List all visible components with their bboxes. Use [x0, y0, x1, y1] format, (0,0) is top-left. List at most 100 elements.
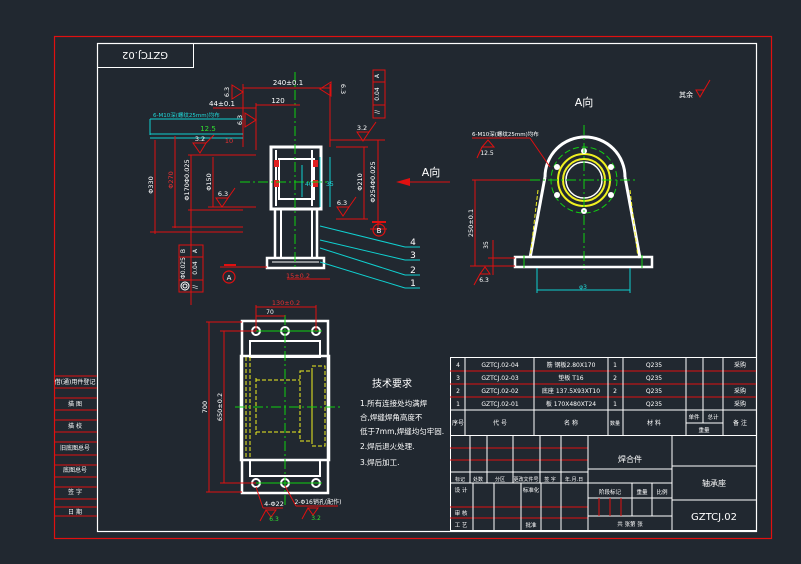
side-base-roughness: 6.3 — [479, 277, 489, 284]
dim-left-offset: 44±0.1 — [209, 100, 235, 108]
rest-roughness-label: 其余 — [679, 90, 693, 99]
rev-header: 年.月.日 — [565, 476, 583, 483]
tech-req-line: 低于7mm,焊缝均匀牢固. — [360, 426, 444, 436]
datum-b-label: B — [377, 227, 382, 235]
tb-stage-label: 阶段标记 — [599, 488, 622, 496]
holes-roughness: 6.3 — [269, 516, 279, 523]
dim-35: 35 — [326, 181, 334, 188]
bom-cell-note: 采购 — [734, 387, 746, 395]
datum-b-marker — [372, 223, 386, 237]
rev-header: 更改文件号 — [513, 476, 538, 483]
rev-header: 签 字 — [544, 476, 556, 483]
tolerance-frame-a — [372, 69, 386, 119]
bom-header-qty: 数量 — [610, 420, 620, 427]
title-tag-box — [97, 43, 194, 68]
bom-cell-name: 筋 钢板2.80X170 — [547, 361, 596, 369]
side-thread-note: 6-M10深(螺纹25mm)均布 — [472, 130, 539, 138]
tech-req-line: 3.焊后加工. — [360, 457, 400, 467]
bom-header-name: 名 称 — [564, 419, 578, 427]
side-strip-label: 借(通)用件登记 — [55, 378, 96, 386]
outer-frame — [53, 35, 773, 540]
tol-b-datum-b: B — [180, 249, 187, 253]
bom-cell-material: Q235 — [646, 388, 662, 395]
bom-cell-note: 采购 — [734, 400, 746, 408]
side-strip-label: 日 期 — [68, 508, 82, 516]
side-strip-label: 签 字 — [68, 488, 82, 496]
pin-roughness: 3.2 — [311, 515, 321, 522]
top-length-tol: 650±0.2 — [216, 393, 224, 421]
tol-a-value: 0.04 — [374, 87, 381, 101]
rev-header: 分区 — [495, 476, 505, 483]
tb-sheets: 共 张第 张 — [617, 520, 643, 528]
side-strip-label: 描 图 — [68, 400, 82, 408]
tol-b-value: Φ0.025 — [180, 257, 187, 279]
holes-note: 4-Φ22 — [264, 500, 284, 508]
side-view-title: A向 — [575, 95, 594, 109]
bom-cell-material: Q235 — [646, 362, 662, 369]
tech-req-line: 1.所有连接处均满焊 — [360, 398, 428, 408]
bom-header-note: 备 注 — [733, 419, 747, 427]
dim-h-overall: Φ330 — [147, 176, 155, 194]
bom-table — [450, 357, 757, 436]
dim-top-overall: 240±0.1 — [273, 79, 303, 87]
roughness-3-2: 3.2 — [195, 135, 205, 143]
bom-cell-qty: 2 — [613, 375, 617, 382]
dim-bottom-width: 15±0.2 — [286, 272, 310, 280]
view-arrow-icon — [396, 178, 410, 186]
bom-cell-code: GZTCJ.02-03 — [481, 375, 519, 382]
bom-cell-no: 4 — [456, 362, 460, 369]
datum-a-marker — [222, 270, 236, 284]
roughness-6-3c: 6.3 — [236, 115, 244, 125]
roughness-6-3d: 6.3 — [337, 199, 347, 207]
bom-header-material: 材 料 — [647, 419, 661, 427]
balloon-3: 3 — [410, 251, 416, 261]
side-strip-label: 旧底图总号 — [60, 444, 90, 452]
top-width-tol: 130±0.2 — [272, 299, 300, 307]
bom-cell-material: Q235 — [646, 401, 662, 408]
top-overall: 700 — [201, 401, 209, 413]
side-base-width: φ3 — [579, 284, 587, 291]
bom-header-code: 代 号 — [493, 419, 507, 427]
dim-right-dia: Φ210 — [356, 173, 364, 191]
tol-a-datum: A — [374, 73, 381, 78]
bom-cell-name: 底座 137.5X93XT10 — [542, 387, 600, 395]
bom-header-total-wt: 总计 — [707, 413, 719, 421]
roughness-right-top: 6.3 — [339, 84, 347, 94]
bom-cell-material: Q235 — [646, 375, 662, 382]
tb-scale-label: 比例 — [656, 488, 668, 496]
title-block — [450, 435, 757, 531]
inner-frame — [96, 42, 758, 533]
tb-part-type: 焊合件 — [618, 454, 642, 464]
front-view[interactable]: 35 40 240±0.1 120 44±0.1 6-M10深(螺纹25mm)均… — [147, 72, 387, 305]
side-strip — [54, 375, 97, 517]
tb-part-name: 轴承座 — [702, 478, 726, 488]
bom-cell-no: 3 — [456, 375, 460, 382]
bom-cell-note: 采购 — [734, 361, 746, 369]
tol-b-datum-a: A — [192, 248, 199, 253]
pin-note: 2-Φ16销孔(配作) — [294, 498, 341, 506]
rev-header: 处数 — [473, 476, 483, 483]
tb-review: 审 核 — [455, 509, 468, 517]
dim-right-dia-tol: Φ254Φ0.025 — [369, 161, 377, 202]
side-view[interactable]: φ3 — [513, 125, 654, 293]
bom-cell-code: GZTCJ.02-02 — [481, 388, 519, 395]
bom-cell-qty: 1 — [613, 362, 617, 369]
top-view[interactable] — [206, 305, 340, 505]
dim-top-inner: 120 — [271, 97, 284, 105]
dim-h-inner: Φ150 — [205, 173, 213, 191]
tb-drawing-no: GZTCJ.02 — [691, 512, 737, 523]
view-arrow-label: A向 — [422, 165, 441, 179]
dim-40: 40 — [305, 181, 313, 188]
bom-cell-name: 垫板 T16 — [558, 374, 583, 382]
tol-b-value2: 0.04 — [192, 261, 199, 275]
bom-cell-no: 2 — [456, 388, 460, 395]
roughness-6-3b: 6.3 — [223, 87, 231, 97]
roughness-12-5: 12.5 — [200, 125, 216, 133]
bom-header-unit-wt: 单件 — [688, 413, 700, 421]
tb-approve: 批准 — [525, 521, 537, 529]
tb-process: 工 艺 — [455, 522, 468, 529]
thread-note-front: 6-M10深(螺纹25mm)均布 — [153, 111, 220, 119]
bom-cell-qty: 2 — [613, 388, 617, 395]
bom-cell-no: 1 — [456, 401, 460, 408]
